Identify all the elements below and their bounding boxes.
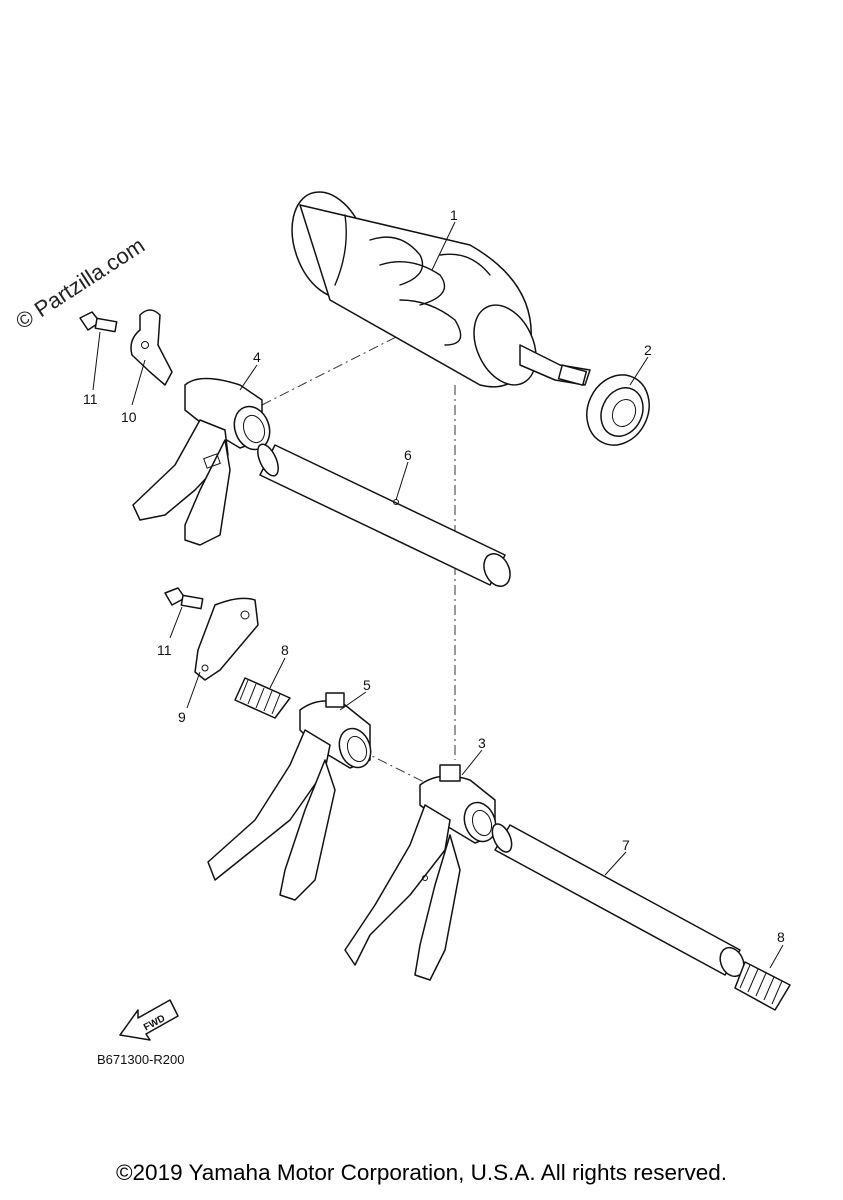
callout-11-upper: 11 xyxy=(83,391,98,407)
copyright-notice: ©2019 Yamaha Motor Corporation, U.S.A. A… xyxy=(115,1160,728,1185)
bolt-upper xyxy=(79,311,118,333)
callout-1: 1 xyxy=(450,207,458,223)
callout-5: 5 xyxy=(363,677,371,693)
spring-lower xyxy=(734,961,791,1011)
shift-shaft-lower xyxy=(491,823,745,978)
callout-8-upper: 8 xyxy=(281,642,289,658)
callout-10: 10 xyxy=(121,409,137,425)
spring-upper xyxy=(234,677,291,719)
guide-plate-upper xyxy=(130,309,173,386)
callout-6: 6 xyxy=(404,447,412,463)
callout-labels: 1 2 4 6 11 10 11 9 8 5 3 7 8 xyxy=(83,207,785,945)
shift-drum xyxy=(291,191,591,388)
guide-plate-lower xyxy=(194,597,259,681)
shift-fork-middle xyxy=(207,692,372,901)
bearing xyxy=(586,374,650,446)
shift-fork-lower xyxy=(344,764,497,981)
callout-11-lower: 11 xyxy=(157,642,172,658)
callout-8-lower: 8 xyxy=(777,929,785,945)
shift-fork-upper xyxy=(132,377,271,546)
callout-9: 9 xyxy=(178,709,186,725)
fwd-arrow-icon: FWD xyxy=(119,999,179,1041)
callout-7: 7 xyxy=(622,837,630,853)
leader-lines xyxy=(92,221,784,969)
callout-3: 3 xyxy=(478,735,486,751)
bolt-lower xyxy=(164,587,204,610)
shift-shaft-upper xyxy=(257,443,511,587)
callout-4: 4 xyxy=(253,349,261,365)
callout-2: 2 xyxy=(644,342,652,358)
drawing-code: B671300-R200 xyxy=(97,1052,184,1067)
